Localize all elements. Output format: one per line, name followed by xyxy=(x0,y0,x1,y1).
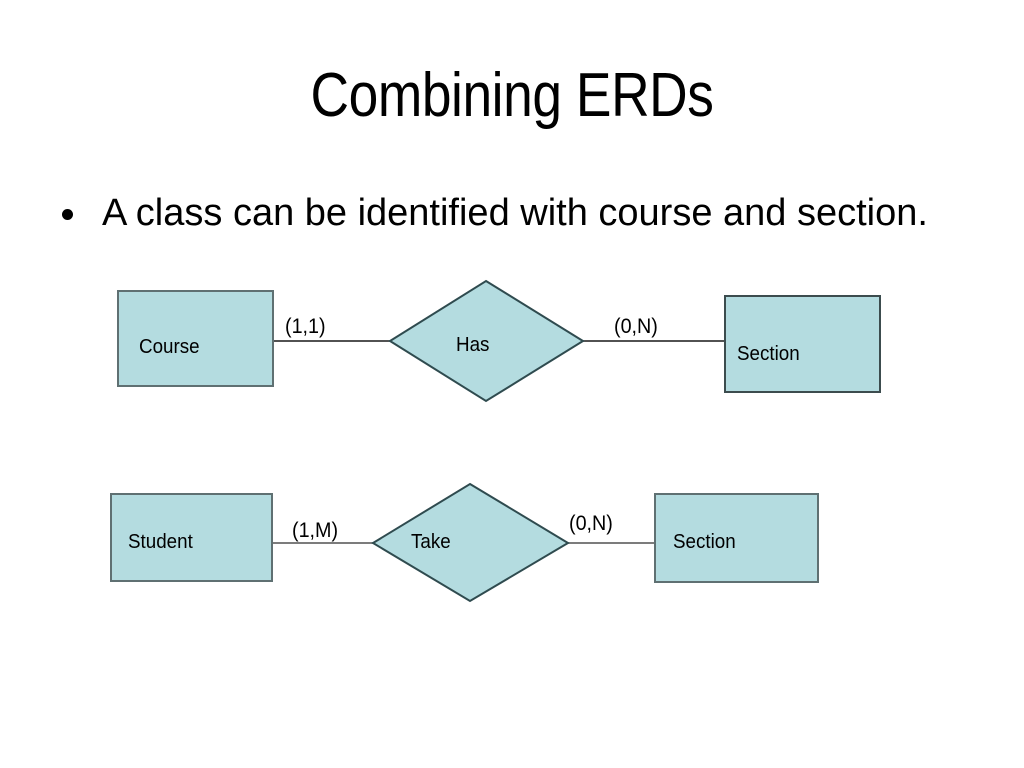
entity-label-section-1: Section xyxy=(737,343,800,365)
entity-label-section-2: Section xyxy=(673,531,736,553)
relationship-diamond-take[interactable] xyxy=(371,482,570,603)
entity-label-course: Course xyxy=(139,336,200,358)
entity-label-student: Student xyxy=(128,531,193,553)
page-title: Combining ERDs xyxy=(310,61,714,130)
cardinality-label-take-section: (0,N) xyxy=(569,512,613,535)
bullet-point-icon xyxy=(62,209,73,220)
relationship-label-has: Has xyxy=(456,334,490,356)
bullet-list: A class can be identified with course an… xyxy=(58,188,958,238)
cardinality-label-course-has: (1,1) xyxy=(285,315,326,338)
list-item: A class can be identified with course an… xyxy=(58,188,958,238)
cardinality-label-has-section: (0,N) xyxy=(614,315,658,338)
bullet-text: A class can be identified with course an… xyxy=(102,192,928,234)
relationship-label-take: Take xyxy=(411,531,451,553)
cardinality-label-student-take: (1,M) xyxy=(292,519,339,542)
